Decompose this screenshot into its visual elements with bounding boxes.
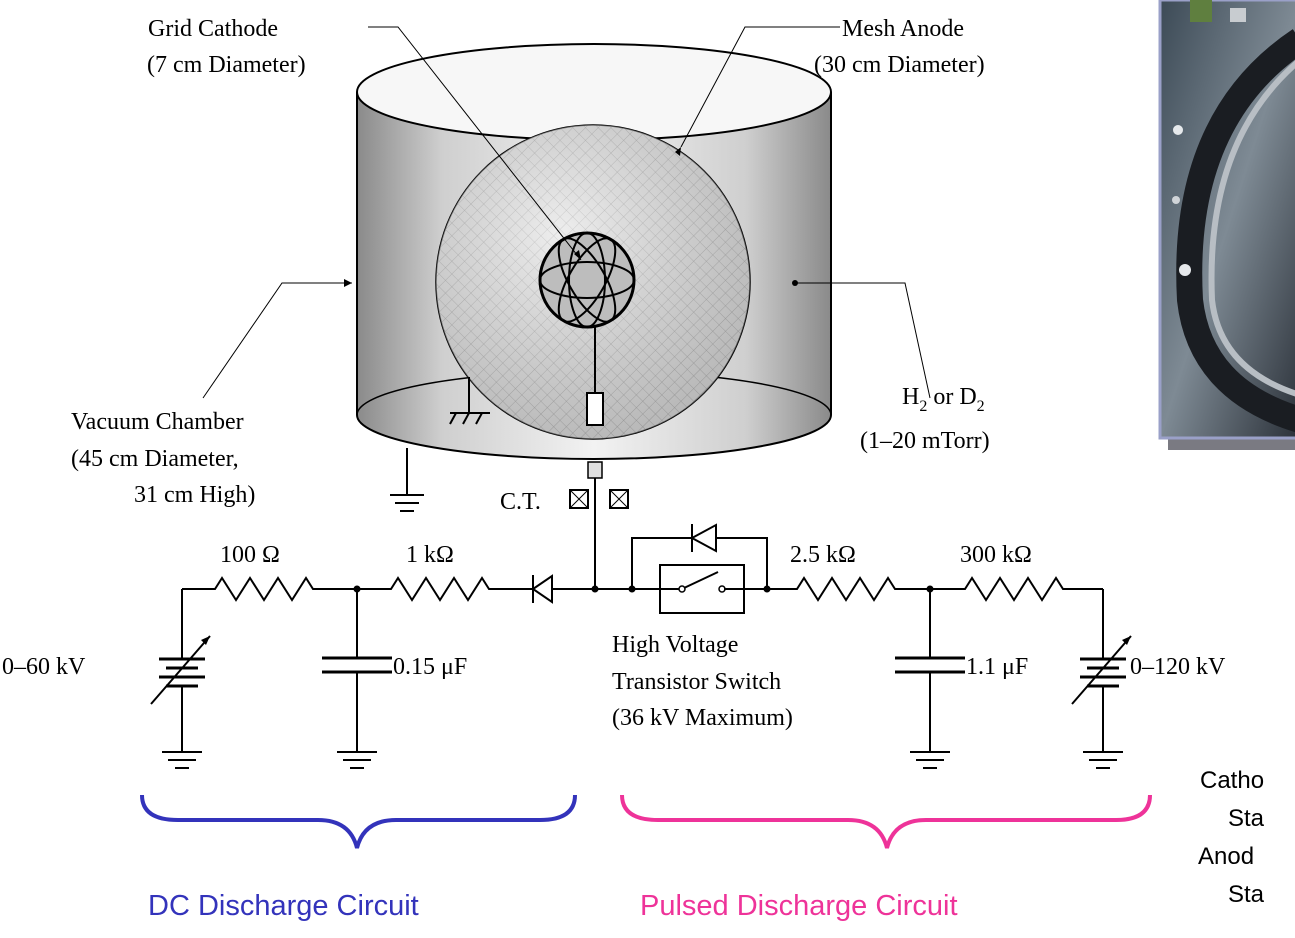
resistor-300-kohm: [930, 576, 1103, 602]
side-text-line-3: Anod: [1198, 843, 1254, 870]
label-vacuum-chamber: Vacuum Chamber: [71, 409, 244, 435]
capacitor-1-1-uf: [895, 656, 965, 674]
label-r4: 300 kΩ: [960, 542, 1032, 568]
label-grid-cathode: Grid Cathode: [148, 16, 278, 42]
side-text-line-1: Catho: [1200, 767, 1264, 794]
label-switch-2: Transistor Switch: [612, 669, 781, 695]
label-current-transformer: C.T.: [500, 489, 541, 515]
dc-variable-source: [150, 635, 211, 705]
component-labels: Grid Cathode (7 cm Diameter) Mesh Anode …: [2, 16, 1226, 731]
chamber-ground-symbol: [449, 377, 490, 425]
label-v2: 0–120 kV: [1130, 654, 1226, 680]
label-r1: 100 Ω: [220, 542, 280, 568]
capacitor-015-uf: [322, 656, 392, 674]
label-c1: 0.15 μF: [393, 654, 467, 680]
resistor-1-kohm: [357, 576, 532, 602]
label-vacuum-chamber-dim1: (45 cm Diameter,: [71, 446, 239, 472]
label-switch-3: (36 kV Maximum): [612, 705, 793, 731]
label-c2: 1.1 μF: [966, 654, 1028, 680]
label-mesh-anode-dim: (30 cm Diameter): [814, 52, 985, 78]
label-switch-1: High Voltage: [612, 632, 738, 658]
resistor-100-ohm: [182, 576, 357, 602]
side-text-line-4: Sta: [1228, 881, 1265, 908]
grid-cathode: [538, 231, 636, 426]
pulsed-circuit-brace: [620, 794, 1152, 849]
ground-4: [1083, 751, 1123, 769]
side-text-line-2: Sta: [1228, 805, 1265, 832]
chamber-ground-outside: [390, 448, 424, 512]
feedthrough: [587, 461, 603, 589]
side-text-cropped: Catho Sta Anod Sta: [1198, 767, 1265, 908]
leader-lines: [202, 26, 931, 399]
dc-discharge-circuit-wiring: [150, 574, 599, 769]
label-gas-pressure: (1–20 mTorr): [860, 428, 990, 454]
dc-circuit-brace: [140, 794, 577, 849]
label-mesh-anode: Mesh Anode: [842, 16, 964, 42]
label-gas-species: H2 or D2: [902, 384, 985, 415]
ground-3: [910, 751, 950, 769]
pulsed-variable-source: [1071, 635, 1132, 705]
label-pulsed-discharge-circuit: Pulsed Discharge Circuit: [640, 890, 958, 922]
ground-2: [337, 751, 377, 769]
device-photo-inset: [1158, 0, 1295, 450]
current-transformer: [569, 489, 629, 509]
dc-diode: [531, 574, 553, 604]
transistor-switch: [632, 564, 767, 614]
resistor-2-5-kohm: [767, 576, 930, 602]
label-r3: 2.5 kΩ: [790, 542, 856, 568]
label-dc-discharge-circuit: DC Discharge Circuit: [148, 890, 419, 922]
switch-diode: [689, 523, 717, 553]
label-r2: 1 kΩ: [406, 542, 454, 568]
pulsed-discharge-circuit-wiring: [595, 523, 1132, 769]
label-grid-cathode-dim: (7 cm Diameter): [147, 52, 306, 78]
label-vacuum-chamber-dim2: 31 cm High): [134, 482, 255, 508]
ground-1: [162, 751, 202, 769]
label-v1: 0–60 kV: [2, 654, 86, 680]
